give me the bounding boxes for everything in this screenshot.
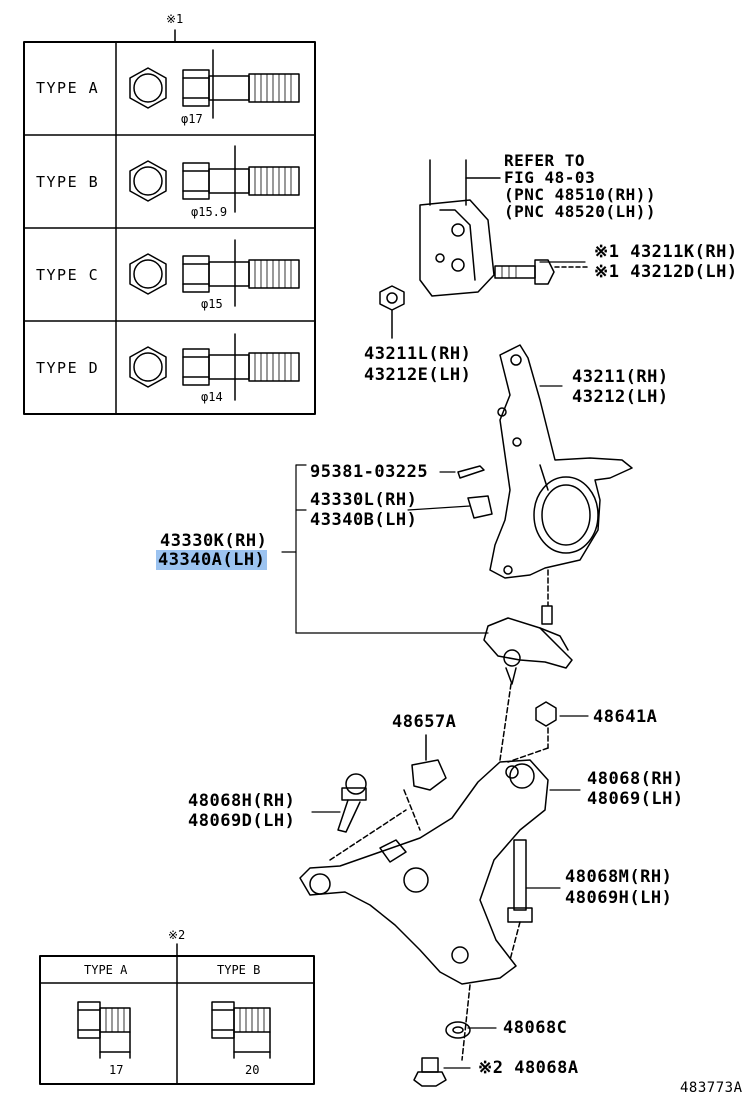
part-48657a[interactable]: 48657A: [392, 712, 457, 732]
front-bolt: [329, 773, 407, 861]
figure-id: 483773A: [680, 1080, 743, 1096]
part-43340b[interactable]: 43340B(LH): [310, 510, 418, 530]
nut-48068a: [413, 1057, 447, 1087]
lower-control-arm: [299, 759, 549, 1061]
hub-bolt-type-a: [129, 49, 300, 119]
type-a-label: TYPE A: [36, 79, 100, 97]
part-48068h[interactable]: 48068H(RH): [188, 791, 296, 811]
diameter-d: φ14: [201, 390, 223, 404]
note2-mark: ※2: [168, 928, 186, 942]
shock-absorber-bracket: [419, 159, 501, 297]
refer-line-1: REFER TO: [504, 151, 586, 170]
part-48068a[interactable]: ※2 48068A: [478, 1058, 579, 1078]
part-48069d[interactable]: 48069D(LH): [188, 811, 296, 831]
part-43330l[interactable]: 43330L(RH): [310, 490, 418, 510]
table2-header-a: TYPE A: [84, 963, 128, 977]
table2-header-b: TYPE B: [217, 963, 261, 977]
part-43330k[interactable]: 43330K(RH): [160, 531, 268, 551]
part-43340a-highlighted[interactable]: 43340A(LH): [156, 550, 268, 570]
part-48069[interactable]: 48069(LH): [587, 789, 684, 809]
part-43212d[interactable]: ※1 43212D(LH): [594, 262, 738, 282]
part-48641a[interactable]: 48641A: [593, 707, 658, 727]
steering-knuckle: [489, 344, 633, 579]
note1-mark: ※1: [166, 12, 184, 26]
cotter-pin: [457, 465, 485, 479]
snap-bracket: [467, 495, 493, 519]
part-43211[interactable]: 43211(RH): [572, 367, 669, 387]
part-43212[interactable]: 43212(LH): [572, 387, 669, 407]
hub-bolt-type-d: [129, 333, 300, 401]
hub-bolt-type-c: [129, 239, 300, 307]
nut-48641a: [507, 701, 557, 763]
diameter-c: φ15: [201, 297, 223, 311]
refer-line-3[interactable]: (PNC 48510(RH)): [504, 185, 656, 204]
type-d-label: TYPE D: [36, 359, 100, 377]
part-48068c[interactable]: 48068C: [503, 1018, 568, 1038]
part-43211k[interactable]: ※1 43211K(RH): [594, 242, 738, 262]
table2-length-a: 17: [109, 1063, 124, 1077]
camber-bolt: [494, 259, 591, 285]
part-95381-03225[interactable]: 95381-03225: [310, 462, 429, 482]
part-48068m[interactable]: 48068M(RH): [565, 867, 673, 887]
lower-ball-joint: [483, 569, 573, 761]
refer-line-4[interactable]: (PNC 48520(LH)): [504, 202, 656, 221]
refer-line-2: FIG 48-03: [504, 168, 596, 187]
leader-lines: [281, 261, 589, 1069]
diameter-a: φ17: [181, 112, 203, 126]
type-c-label: TYPE C: [36, 266, 100, 284]
type-b-label: TYPE B: [36, 173, 100, 191]
rear-bolt: [507, 839, 533, 961]
bolt-type-table: [39, 943, 315, 1085]
hub-bolt-type-table: [23, 29, 316, 415]
hub-bolt-type-b: [129, 145, 300, 213]
part-43211l[interactable]: 43211L(RH): [364, 344, 472, 364]
part-48069h[interactable]: 48069H(LH): [565, 888, 673, 908]
part-48068[interactable]: 48068(RH): [587, 769, 684, 789]
washer-48068c: [445, 1021, 471, 1039]
table2-length-b: 20: [245, 1063, 260, 1077]
diameter-b: φ15.9: [191, 205, 228, 219]
knuckle-nut: [379, 285, 405, 339]
bracket-48657a: [403, 734, 447, 831]
part-43212e[interactable]: 43212E(LH): [364, 365, 472, 385]
